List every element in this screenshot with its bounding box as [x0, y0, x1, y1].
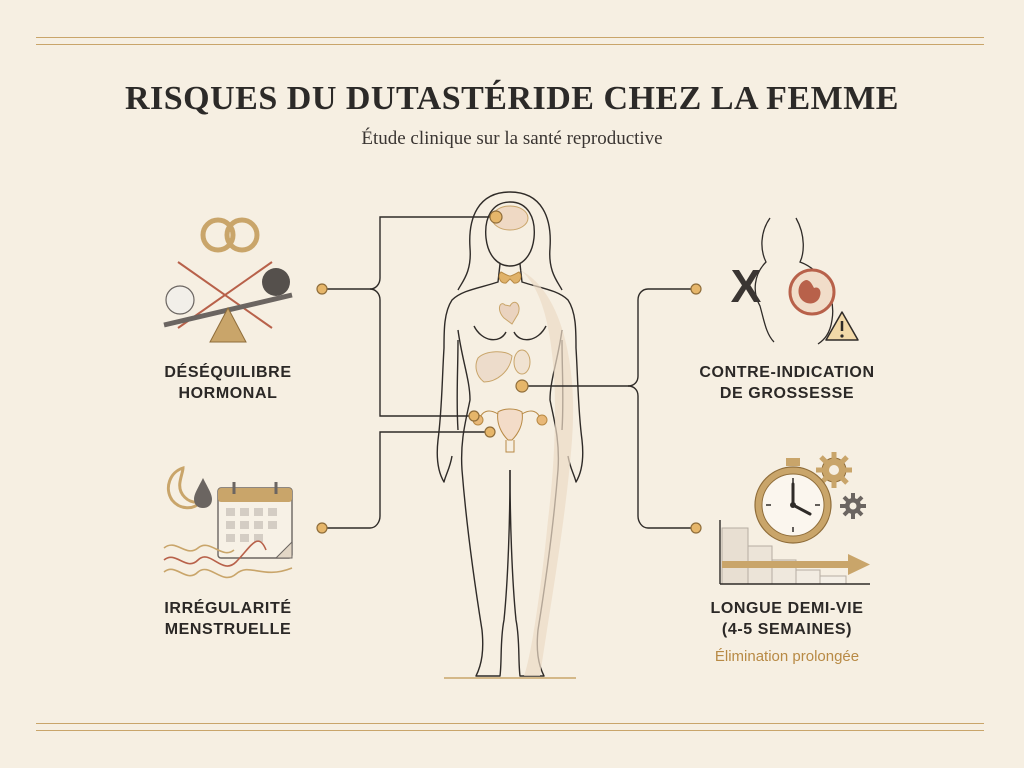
calendar-icon [217, 482, 293, 559]
small-gear-icon [840, 493, 866, 519]
hormonal-label-line1: DÉSÉQUILIBRE [164, 364, 292, 381]
halflife-label-line2: (4-5 SEMAINES) [721, 621, 853, 638]
halflife-node [690, 522, 702, 534]
top-rule [36, 37, 984, 38]
pregnancy-node [690, 283, 702, 295]
menstrual-label: IRRÉGULARITÉ MENSTRUELLE [128, 598, 328, 640]
page-subtitle: Étude clinique sur la santé reproductive [361, 128, 663, 149]
connector-lines [322, 216, 696, 529]
wave-icon [163, 540, 293, 579]
bottom-rule [36, 730, 984, 731]
uterus-node [484, 426, 496, 438]
body-shading [520, 270, 574, 676]
halflife-label-line1: LONGUE DEMI-VIE [710, 600, 864, 617]
gear-icon [816, 452, 852, 488]
hormonal-label-line2: HORMONAL [178, 385, 278, 402]
pregnancy-label-line2: DE GROSSESSE [719, 385, 855, 402]
body-node [515, 379, 529, 393]
balance-scale-icon [163, 261, 293, 343]
kidney-icon [513, 349, 531, 375]
page-title: RISQUES DU DUTASTÉRIDE CHEZ LA FEMME [124, 80, 899, 117]
fetus-icon [788, 268, 836, 316]
drop-icon [194, 478, 212, 508]
hormonal-label: DÉSÉQUILIBRE HORMONAL [128, 362, 328, 404]
warning-icon [825, 311, 859, 341]
top-rule-inner [36, 44, 984, 45]
connector-nodes [316, 210, 702, 534]
uterus-icon [472, 408, 548, 453]
arrow-right-icon [722, 554, 870, 575]
stopwatch-icon [754, 458, 832, 544]
menstrual-node [316, 522, 328, 534]
hormonal-node [316, 283, 328, 295]
bottom-rule-inner [36, 723, 984, 724]
liver-icon [475, 351, 513, 383]
ovary-node [468, 410, 480, 422]
menstrual-label-line1: IRRÉGULARITÉ [164, 600, 292, 617]
menstrual-label-line2: MENSTRUELLE [164, 621, 292, 638]
pregnancy-label-line1: CONTRE-INDICATION [699, 364, 875, 381]
pregnancy-label: CONTRE-INDICATION DE GROSSESSE [682, 362, 892, 404]
rings-icon [200, 217, 260, 253]
thyroid-icon [498, 271, 522, 284]
pregnancy-x-mark: X [731, 260, 762, 312]
brain-node [489, 210, 503, 224]
heart-icon [498, 301, 520, 325]
halflife-note: Élimination prolongée [714, 648, 860, 665]
halflife-label: LONGUE DEMI-VIE (4-5 SEMAINES) [682, 598, 892, 640]
